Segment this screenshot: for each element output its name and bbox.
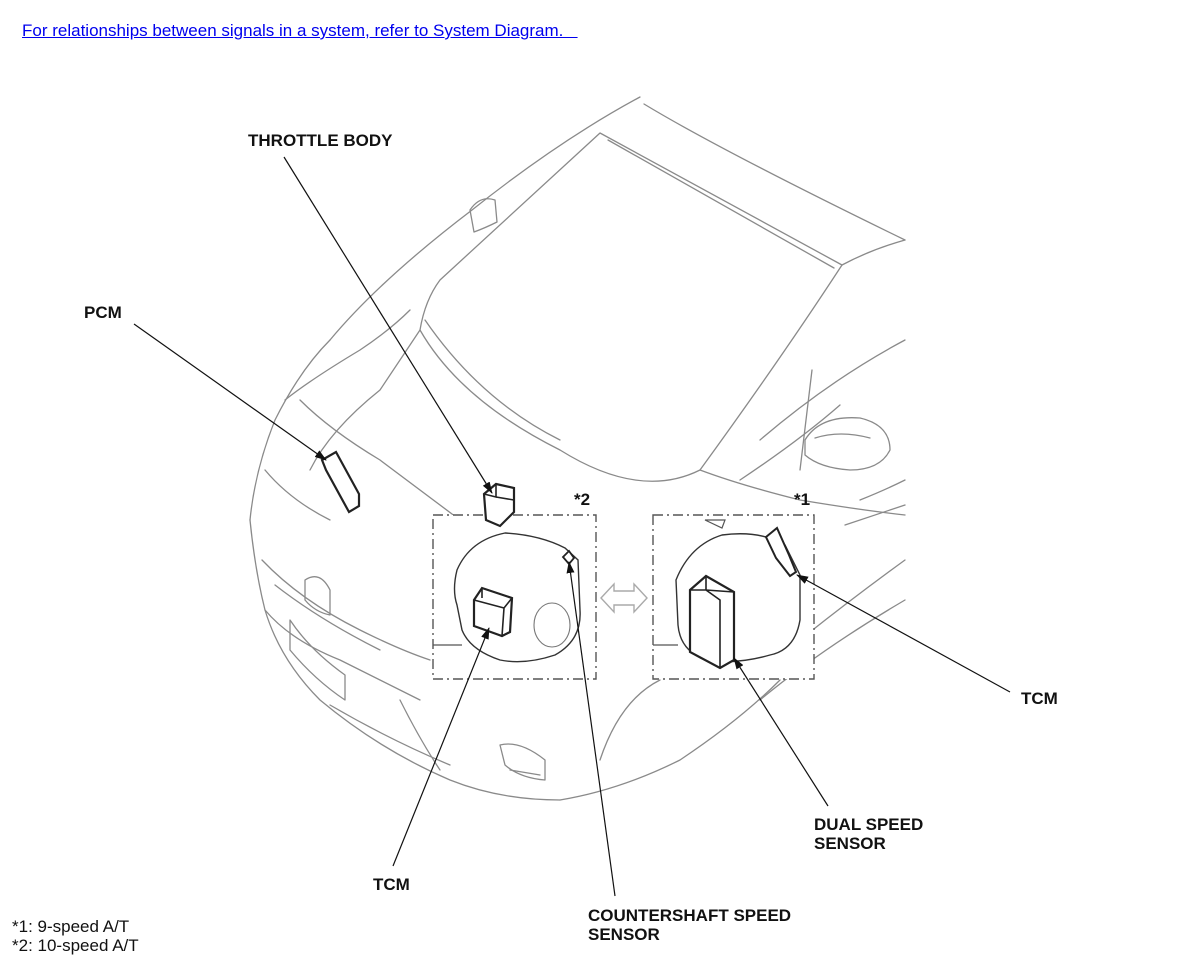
leader-countershaft-speed-sensor bbox=[566, 561, 616, 897]
countershaft-speed-sensor-label: COUNTERSHAFT SPEED SENSOR bbox=[588, 906, 791, 944]
pcm-component bbox=[320, 450, 361, 514]
detail-inset-9-speed bbox=[652, 514, 815, 680]
pcm-label: PCM bbox=[84, 303, 122, 322]
tcm-label-9-speed: TCM bbox=[1021, 689, 1058, 708]
tcm-label-10-speed: TCM bbox=[373, 875, 410, 894]
alternative-double-arrow bbox=[600, 582, 648, 614]
footnote-10-speed: *2: 10-speed A/T bbox=[12, 936, 139, 955]
inset-marker-2: *2 bbox=[574, 490, 591, 509]
leader-pcm bbox=[133, 323, 327, 461]
leader-throttle-body bbox=[283, 156, 493, 494]
countershaft-speed-sensor-label-line-2: SENSOR bbox=[588, 925, 660, 944]
detail-inset-10-speed bbox=[432, 514, 597, 680]
inset-marker-1: *1 bbox=[794, 490, 811, 509]
leader-tcm-right bbox=[796, 574, 1011, 693]
countershaft-speed-sensor-label-line-1: COUNTERSHAFT SPEED bbox=[588, 906, 792, 925]
system-diagram-reference-link[interactable]: For relationships between signals in a s… bbox=[22, 21, 578, 40]
footnote-9-speed: *1: 9-speed A/T bbox=[12, 917, 130, 936]
dual-speed-sensor-label-line-2: SENSOR bbox=[814, 834, 886, 853]
leader-lines bbox=[133, 156, 1011, 897]
leader-tcm-bottom bbox=[392, 627, 490, 867]
throttle-body-label: THROTTLE BODY bbox=[248, 131, 393, 150]
dual-speed-sensor-label: DUAL SPEED SENSOR bbox=[814, 815, 923, 853]
dual-speed-sensor-label-line-1: DUAL SPEED bbox=[814, 815, 924, 834]
footnotes: *1: 9-speed A/T *2: 10-speed A/T bbox=[12, 917, 139, 955]
leader-dual-speed-sensor bbox=[733, 657, 829, 807]
vehicle-outline bbox=[249, 96, 906, 801]
